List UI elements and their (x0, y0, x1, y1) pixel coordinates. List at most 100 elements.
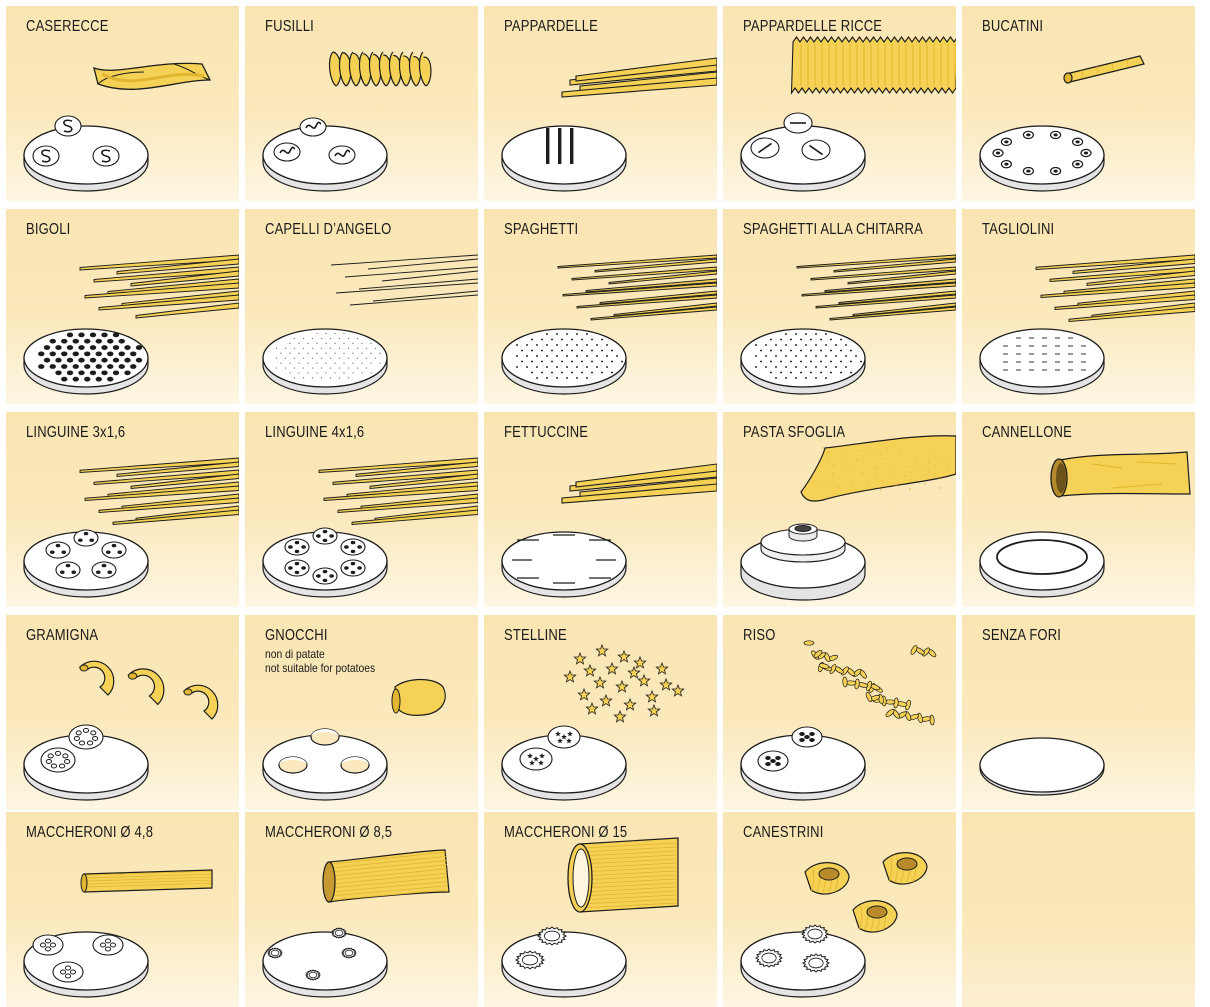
die-illustration (262, 678, 446, 801)
die-plate (23, 125, 149, 192)
pasta-illustration (567, 837, 679, 913)
die-plate (262, 931, 388, 998)
die-cell-pappardelle-ricce: PAPPARDELLE RICCE (723, 6, 956, 201)
die-plate (740, 931, 866, 998)
pasta-illustration (93, 62, 212, 90)
die-holes (278, 728, 370, 774)
die-plate (262, 328, 388, 395)
die-cell-capelli-dangelo: CAPELLI D’ANGELO (245, 209, 478, 404)
die-cell-spaghetti-alla-chitarra: SPAGHETTI ALLA CHITARRA (723, 209, 956, 404)
die-illustration (501, 463, 717, 598)
die-label: SPAGHETTI ALLA CHITARRA (743, 221, 923, 238)
die-cell-cannellone: CANNELLONE (962, 412, 1195, 607)
die-label: MACCHERONI Ø 15 (504, 824, 628, 841)
die-holes (515, 333, 624, 379)
die-label: RISO (743, 627, 776, 644)
die-cell-empty (962, 812, 1195, 1007)
die-illustration (262, 457, 478, 598)
die-illustration (740, 852, 928, 998)
die-illustration (262, 51, 432, 192)
die-holes (996, 539, 1088, 575)
die-holes (519, 725, 581, 771)
die-holes (266, 927, 358, 981)
die-plate (979, 328, 1105, 395)
die-holes (514, 926, 568, 970)
die-label: SPAGHETTI (504, 221, 579, 238)
pasta-illustration (78, 660, 219, 720)
die-cell-gramigna: GRAMIGNA (6, 615, 239, 810)
die-cell-fettuccine: FETTUCCINE (484, 412, 717, 607)
die-boss (760, 523, 846, 563)
die-label: BIGOLI (26, 221, 71, 238)
die-illustration (501, 837, 679, 998)
die-plate (979, 737, 1105, 796)
die-cell-bucatini: BUCATINI (962, 6, 1195, 201)
die-note-en: not suitable for potatoes (265, 661, 376, 675)
die-label: CANESTRINI (743, 824, 824, 841)
die-illustration (979, 55, 1145, 192)
die-illustration (501, 254, 717, 395)
die-cell-maccheroni-15: MACCHERONI Ø 15 (484, 812, 717, 1007)
die-illustration (979, 737, 1105, 796)
die-holes (512, 534, 616, 584)
die-illustration (501, 643, 685, 801)
pasta-illustration (80, 869, 213, 893)
die-label: SENZA FORI (982, 627, 1062, 644)
die-label: GRAMIGNA (26, 627, 99, 644)
pasta-illustration (79, 457, 239, 525)
die-cell-linguine-4x1-6: LINGUINE 4x1,6 (245, 412, 478, 607)
die-plate (501, 328, 627, 395)
die-illustration (501, 57, 717, 192)
die-illustration (23, 457, 239, 598)
pasta-illustration (330, 254, 478, 306)
die-cell-linguine-3x1-6: LINGUINE 3x1,6 (6, 412, 239, 607)
die-cell-riso: RISO (723, 615, 956, 810)
die-cell-pappardelle: PAPPARDELLE (484, 6, 717, 201)
pasta-illustration (561, 463, 717, 504)
die-label: FETTUCCINE (504, 424, 589, 441)
die-cell-bigoli: BIGOLI (6, 209, 239, 404)
die-label: PAPPARDELLE (504, 18, 599, 35)
die-label: PAPPARDELLE RICCE (743, 18, 883, 35)
die-cell-stelline: STELLINE (484, 615, 717, 810)
pasta-illustration (318, 457, 478, 525)
die-illustration (979, 254, 1195, 395)
die-illustration (740, 254, 956, 395)
die-plate (979, 125, 1105, 192)
die-holes (750, 112, 831, 161)
die-label: FUSILLI (265, 18, 314, 35)
die-cell-senza-fori: SENZA FORI (962, 615, 1195, 810)
pasta-illustration (796, 254, 956, 321)
die-cell-fusilli: FUSILLI (245, 6, 478, 201)
pasta-illustration (800, 435, 956, 502)
die-note-it: non di patate (265, 647, 325, 661)
die-illustration (962, 812, 1195, 1007)
pasta-illustration (79, 254, 239, 319)
die-plate (501, 125, 627, 192)
die-plate (501, 531, 627, 598)
die-label: CAPELLI D’ANGELO (265, 221, 392, 238)
die-illustration (262, 254, 478, 395)
die-holes (32, 115, 120, 167)
pasta-illustration (563, 643, 685, 723)
die-label: GNOCCHI (265, 627, 328, 644)
die-illustration (740, 640, 937, 801)
die-label: TAGLIOLINI (982, 221, 1055, 238)
pasta-illustration (322, 849, 450, 903)
die-holes (45, 529, 127, 579)
die-holes (32, 934, 124, 983)
die-label: MACCHERONI Ø 8,5 (265, 824, 393, 841)
die-illustration (740, 435, 956, 601)
die-cell-pasta-sfoglia: PASTA SFOGLIA (723, 412, 956, 607)
pasta-illustration (790, 36, 956, 95)
pasta-illustration (561, 57, 717, 98)
die-cell-tagliolini: TAGLIOLINI (962, 209, 1195, 404)
die-illustration (740, 36, 956, 192)
die-illustration (23, 62, 212, 192)
pasta-illustration (804, 852, 928, 933)
die-illustration (979, 451, 1191, 598)
die-label: LINGUINE 3x1,6 (26, 424, 126, 441)
pasta-illustration (1063, 55, 1145, 84)
